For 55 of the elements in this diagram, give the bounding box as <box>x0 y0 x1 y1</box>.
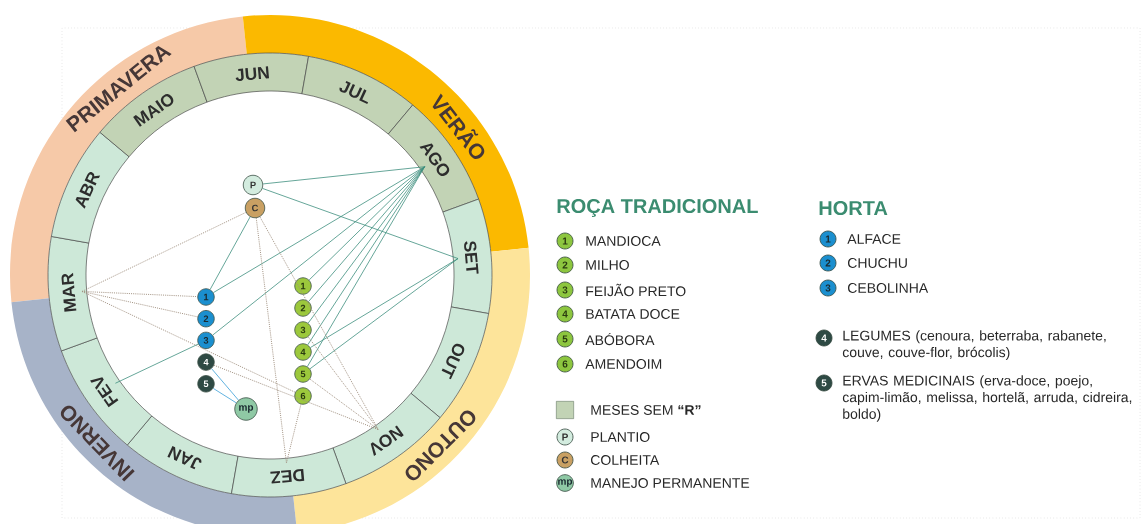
connector-line <box>309 258 459 370</box>
connector-line <box>212 388 237 404</box>
connector-line <box>81 211 247 292</box>
legend-badge: 4 <box>815 329 833 347</box>
connector-line <box>262 188 459 259</box>
legend-badge: mp <box>556 474 574 492</box>
legend-text: CHUCHU <box>848 258 907 268</box>
legend-badge: 3 <box>819 279 837 297</box>
connector-line <box>286 403 302 464</box>
legend-text: AMENDOIM <box>585 359 662 369</box>
connector-line <box>211 368 239 401</box>
connector-line <box>255 217 287 464</box>
legend-badge: C <box>556 451 574 469</box>
connector-line <box>259 216 379 431</box>
connector-line <box>115 343 199 384</box>
legend-badge: 4 <box>556 305 574 323</box>
legend-text: CEBOLINHA <box>848 283 929 293</box>
legend-text: ERVAS MEDICINAIS (erva-doce, poejo, capim-limão, melissa, hortelã, arruda, cidreira, boldo) <box>842 375 1132 422</box>
legend-badge: 2 <box>819 254 837 272</box>
connector-line <box>81 290 296 393</box>
legend-heading: ROÇA TRADICIONAL <box>557 198 758 218</box>
legend-text: MANEJO PERMANENTE <box>591 478 750 488</box>
legend-text: COLHEITA <box>591 455 660 465</box>
legend-badge: 5 <box>815 374 833 392</box>
month-segment: ABR <box>51 131 130 244</box>
legend-text: MANDIOCA <box>586 236 661 246</box>
month-segment: DEZ <box>231 447 347 498</box>
legend-text: MESES SEM “R” <box>591 405 701 415</box>
legend-badge: 1 <box>819 230 837 248</box>
legend-badge: 1 <box>556 232 574 250</box>
legend-text: LEGUMES (cenoura, beterraba, rabanete, couve, couve-flor, brócolis) <box>842 330 1106 360</box>
connector-line <box>212 166 425 336</box>
month-segment: JUL <box>301 56 414 135</box>
legend-badge: 3 <box>556 281 574 299</box>
month-segment: SET <box>442 198 493 314</box>
legend-text: ALFACE <box>847 234 901 244</box>
legend-text: PLANTIO <box>591 432 650 442</box>
legend-text: ABÓBORA <box>585 332 655 346</box>
legend-text: MILHO <box>586 260 629 270</box>
connector-line <box>309 378 379 431</box>
legend-badge: 6 <box>556 355 574 373</box>
connector-line <box>262 166 425 185</box>
legend-text: FEIJÃO PRETO <box>586 283 686 297</box>
legend-badge: 2 <box>556 256 574 274</box>
connector-line <box>209 216 251 290</box>
connector-line <box>213 364 379 431</box>
connector-line <box>310 258 459 348</box>
legend-heading: HORTA <box>819 200 888 216</box>
connector-line <box>213 166 425 293</box>
legend-text: BATATA DOCE <box>586 309 680 319</box>
legend-badge: 5 <box>556 330 574 348</box>
month-segment: JUN <box>193 52 309 103</box>
connector-line <box>307 336 379 431</box>
legend-badge: P <box>556 428 574 446</box>
month-segment: MAR <box>47 236 98 352</box>
